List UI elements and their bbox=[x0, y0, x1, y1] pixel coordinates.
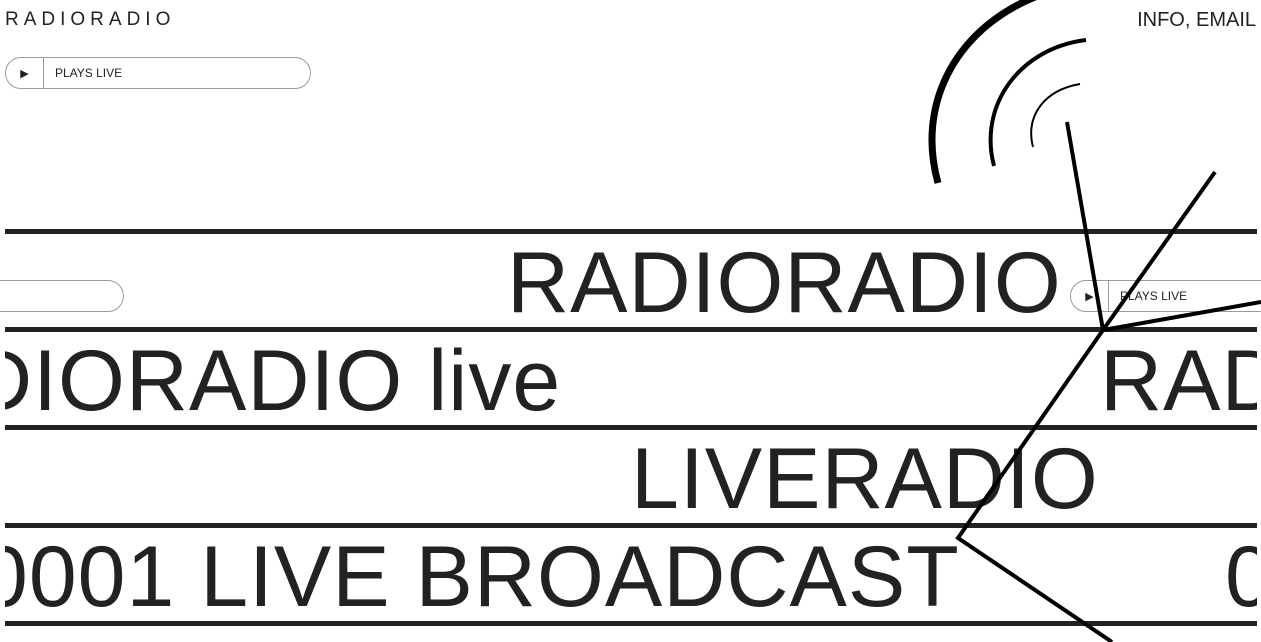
ticker-band-4: 0001 LIVE BROADCAST 0 bbox=[5, 523, 1257, 621]
play-icon: ▶ bbox=[20, 67, 29, 80]
ticker-text-rad: RAD bbox=[1100, 333, 1257, 425]
info-email-link[interactable]: INFO, EMAIL bbox=[1137, 9, 1256, 31]
player-status-label: PLAYS LIVE bbox=[55, 66, 123, 80]
player-status-label-secondary: PLAYS LIVE bbox=[1120, 289, 1188, 303]
ticker-text-radioradio: RADIORADIO bbox=[507, 235, 1062, 327]
live-player-ghost: ▶ PLAYS LIVE bbox=[0, 280, 124, 312]
play-button[interactable]: ▶ bbox=[6, 58, 44, 88]
ticker-text-radioradio-live: DIORADIO live bbox=[5, 333, 562, 425]
antenna-arm bbox=[955, 170, 1217, 642]
ticker-divider bbox=[5, 621, 1257, 626]
antenna-mast bbox=[1065, 121, 1261, 333]
ticker-band-2: DIORADIO live RAD bbox=[5, 327, 1257, 425]
ticker-text-zero: 0 bbox=[1225, 534, 1257, 620]
radio-wave-middle bbox=[988, 38, 1087, 167]
ticker-text-live-broadcast: 0001 LIVE BROADCAST bbox=[5, 529, 960, 621]
live-player: ▶ PLAYS LIVE bbox=[5, 57, 311, 89]
radio-wave-inner bbox=[1030, 83, 1081, 148]
brand-logo[interactable]: RADIORADIO bbox=[5, 9, 176, 30]
ticker-band-1: RADIORADIO bbox=[5, 229, 1257, 327]
play-button-secondary[interactable]: ▶ bbox=[1071, 281, 1109, 311]
play-icon: ▶ bbox=[1085, 290, 1094, 303]
ticker-band-3: LIVERADIO bbox=[5, 425, 1257, 523]
radio-wave-outer bbox=[928, 0, 1038, 184]
